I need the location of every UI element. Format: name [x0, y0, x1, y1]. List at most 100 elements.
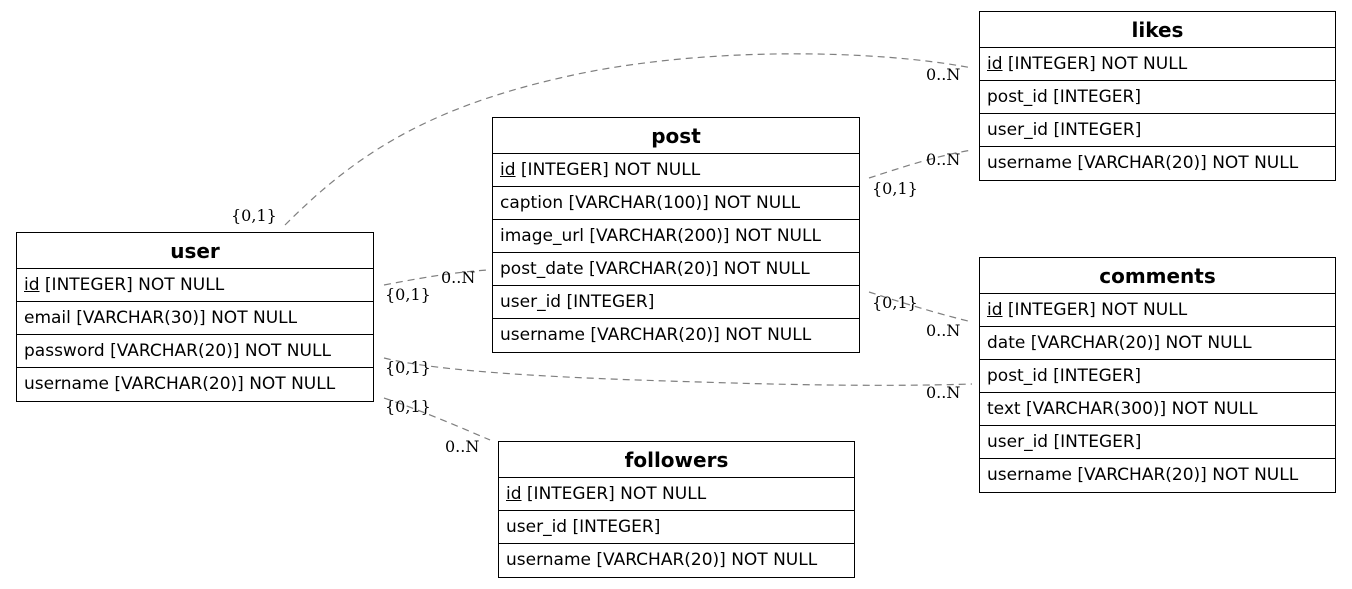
rel-post-likes: {0,1} 0..N — [868, 149, 973, 198]
card-user-likes-from: {0,1} — [231, 206, 277, 225]
field-row: username [VARCHAR(20)] NOT NULL — [493, 319, 859, 352]
field-row: post_id [INTEGER] — [980, 360, 1335, 393]
field-name: id — [506, 484, 522, 504]
field-type: [VARCHAR(30)] NOT NULL — [76, 308, 298, 328]
field-type: [VARCHAR(20)] NOT NULL — [1077, 465, 1299, 485]
card-post-comments-to: 0..N — [926, 321, 960, 340]
field-name: post_id — [987, 87, 1048, 107]
field-row: text [VARCHAR(300)] NOT NULL — [980, 393, 1335, 426]
edge-user-followers — [383, 397, 491, 441]
table-title: followers — [499, 442, 854, 478]
field-type: [INTEGER] — [566, 292, 655, 312]
field-type: [VARCHAR(20)] NOT NULL — [110, 341, 331, 361]
field-type: [INTEGER] NOT NULL — [520, 160, 701, 180]
table-followers: followers id [INTEGER] NOT NULL user_id … — [498, 441, 855, 578]
field-row: username [VARCHAR(20)] NOT NULL — [499, 544, 854, 577]
field-row: caption [VARCHAR(100)] NOT NULL — [493, 187, 859, 220]
table-user: user id [INTEGER] NOT NULL email [VARCHA… — [16, 232, 374, 402]
edge-user-comments — [383, 357, 973, 386]
field-name: id — [24, 275, 40, 295]
field-name: user_id — [500, 292, 562, 312]
table-post: post id [INTEGER] NOT NULL caption [VARC… — [492, 117, 860, 353]
card-post-likes-to: 0..N — [926, 150, 960, 169]
card-user-likes-to: 0..N — [926, 65, 960, 84]
field-type: [INTEGER] — [572, 517, 661, 537]
field-type: [INTEGER] — [1053, 87, 1141, 107]
field-type: [INTEGER] — [1053, 366, 1141, 386]
table-title: comments — [980, 258, 1335, 294]
field-name: username — [506, 550, 591, 570]
field-row: user_id [INTEGER] — [980, 426, 1335, 459]
edge-user-post — [383, 269, 489, 286]
field-name: username — [500, 325, 585, 345]
field-row: id [INTEGER] NOT NULL — [980, 48, 1335, 81]
edge-post-likes — [868, 149, 973, 179]
table-title: user — [17, 233, 373, 269]
field-row: id [INTEGER] NOT NULL — [493, 154, 859, 187]
field-row: email [VARCHAR(30)] NOT NULL — [17, 302, 373, 335]
rel-user-followers: {0,1} 0..N — [383, 397, 491, 456]
field-type: [VARCHAR(100)] NOT NULL — [568, 193, 801, 213]
card-user-followers-to: 0..N — [445, 437, 479, 456]
rel-user-comments: {0,1} 0..N — [383, 357, 973, 402]
field-name: post_date — [500, 259, 584, 279]
field-name: id — [500, 160, 516, 180]
field-name: image_url — [500, 226, 584, 246]
field-type: [INTEGER] — [1053, 120, 1142, 140]
field-name: user_id — [987, 120, 1049, 140]
field-type: [INTEGER] NOT NULL — [44, 275, 225, 295]
field-type: [VARCHAR(200)] NOT NULL — [589, 226, 821, 246]
field-row: username [VARCHAR(20)] NOT NULL — [980, 147, 1335, 180]
field-type: [VARCHAR(20)] NOT NULL — [1030, 333, 1252, 353]
table-title: post — [493, 118, 859, 154]
card-post-likes-from: {0,1} — [872, 179, 918, 198]
field-name: id — [987, 300, 1003, 320]
field-name: password — [24, 341, 105, 361]
field-name: username — [24, 374, 109, 394]
rel-user-post: {0,1} 0..N — [383, 268, 489, 304]
field-type: [INTEGER] NOT NULL — [526, 484, 707, 504]
field-row: image_url [VARCHAR(200)] NOT NULL — [493, 220, 859, 253]
field-row: username [VARCHAR(20)] NOT NULL — [980, 459, 1335, 492]
field-row: id [INTEGER] NOT NULL — [17, 269, 373, 302]
rel-post-comments: {0,1} 0..N — [868, 291, 973, 340]
card-user-post-to: 0..N — [441, 268, 475, 287]
field-row: user_id [INTEGER] — [493, 286, 859, 319]
field-row: password [VARCHAR(20)] NOT NULL — [17, 335, 373, 368]
field-name: username — [987, 465, 1072, 485]
card-user-post-from: {0,1} — [385, 285, 431, 304]
table-title: likes — [980, 12, 1335, 48]
table-likes: likes id [INTEGER] NOT NULL post_id [INT… — [979, 11, 1336, 181]
field-name: text — [987, 399, 1021, 419]
field-name: user_id — [987, 432, 1049, 452]
card-post-comments-from: {0,1} — [872, 293, 918, 312]
field-row: user_id [INTEGER] — [499, 511, 854, 544]
field-name: id — [987, 54, 1003, 74]
field-row: post_date [VARCHAR(20)] NOT NULL — [493, 253, 859, 286]
edge-post-comments — [868, 291, 973, 323]
field-row: username [VARCHAR(20)] NOT NULL — [17, 368, 373, 401]
field-row: id [INTEGER] NOT NULL — [980, 294, 1335, 327]
field-name: post_id — [987, 366, 1048, 386]
field-name: user_id — [506, 517, 568, 537]
field-name: caption — [500, 193, 564, 213]
field-name: email — [24, 308, 71, 328]
field-row: post_id [INTEGER] — [980, 81, 1335, 114]
field-type: [VARCHAR(300)] NOT NULL — [1025, 399, 1258, 419]
field-row: date [VARCHAR(20)] NOT NULL — [980, 327, 1335, 360]
field-type: [VARCHAR(20)] NOT NULL — [1077, 153, 1299, 173]
table-comments: comments id [INTEGER] NOT NULL date [VAR… — [979, 257, 1336, 493]
field-row: user_id [INTEGER] — [980, 114, 1335, 147]
card-user-comments-to: 0..N — [926, 383, 960, 402]
field-type: [INTEGER] — [1053, 432, 1142, 452]
field-name: username — [987, 153, 1072, 173]
field-name: date — [987, 333, 1026, 353]
field-type: [VARCHAR(20)] NOT NULL — [114, 374, 336, 394]
field-type: [VARCHAR(20)] NOT NULL — [596, 550, 818, 570]
field-type: [INTEGER] NOT NULL — [1007, 300, 1188, 320]
field-type: [INTEGER] NOT NULL — [1007, 54, 1188, 74]
field-type: [VARCHAR(20)] NOT NULL — [588, 259, 810, 279]
field-row: id [INTEGER] NOT NULL — [499, 478, 854, 511]
field-type: [VARCHAR(20)] NOT NULL — [590, 325, 812, 345]
card-user-followers-from: {0,1} — [385, 397, 431, 416]
